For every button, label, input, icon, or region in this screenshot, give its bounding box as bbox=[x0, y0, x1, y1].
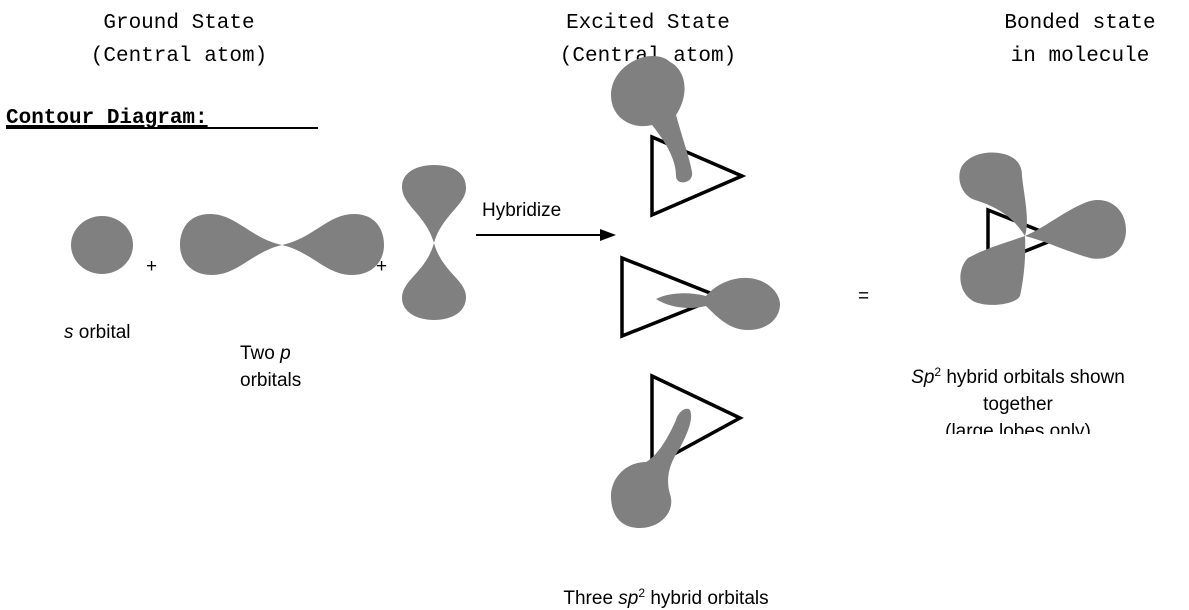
p-orbital-lobe-bottom bbox=[402, 243, 466, 320]
equals-sign: = bbox=[858, 286, 869, 307]
excited-state-title: Excited State bbox=[566, 12, 730, 35]
p-orbital-lobe-left bbox=[180, 214, 282, 275]
three-sp2-caption: Three sp2 hybrid orbitals bbox=[563, 586, 768, 609]
two-p-orbitals-label-line1: Two p bbox=[240, 343, 291, 364]
bonded-state-subtitle: in molecule bbox=[1011, 45, 1150, 68]
triangle-2 bbox=[620, 255, 725, 339]
combined-lobe-lower bbox=[960, 236, 1026, 305]
hybrid-3-lobes bbox=[611, 408, 692, 528]
s-orbital bbox=[71, 216, 133, 274]
contour-diagram-heading: Contour Diagram: bbox=[6, 107, 208, 130]
hybridize-arrow bbox=[476, 229, 616, 241]
hybrid-1-lobes bbox=[611, 56, 693, 183]
combined-lobe-right bbox=[1025, 199, 1126, 259]
bonded-state-header: Bonded state in molecule bbox=[1004, 12, 1155, 68]
p-orbital-lobe-right bbox=[282, 214, 384, 275]
triangle-3 bbox=[650, 373, 744, 469]
arrow-head bbox=[600, 229, 616, 241]
bonded-state-title: Bonded state bbox=[1004, 12, 1155, 35]
hybridize-label: Hybridize bbox=[482, 200, 561, 221]
s-orbital-label: s orbital bbox=[64, 322, 131, 343]
ground-state-header: Ground State (Central atom) bbox=[91, 12, 267, 68]
sp2-combined-caption-line1: Sp2 hybrid orbitals shown bbox=[911, 365, 1125, 388]
triangle-1 bbox=[650, 134, 747, 218]
two-p-orbitals-label-line2: orbitals bbox=[240, 370, 301, 391]
ground-state-subtitle: (Central atom) bbox=[91, 45, 267, 68]
sp2-hybrid-orbital-1 bbox=[611, 56, 747, 218]
sp2-hybrid-orbital-3 bbox=[611, 373, 744, 528]
sp2-hybrid-orbital-2 bbox=[620, 255, 780, 339]
ground-state-title: Ground State bbox=[103, 12, 254, 35]
sp2-combined-caption-line3: (large lobes only) bbox=[945, 421, 1091, 442]
p-orbital-horizontal bbox=[180, 214, 384, 275]
sp2-combined-caption-line2: together bbox=[983, 394, 1053, 415]
plus-sign-2: + bbox=[376, 256, 387, 277]
p-orbital-lobe-top bbox=[402, 165, 466, 243]
combined-lobe-upper bbox=[959, 152, 1027, 236]
plus-sign-1: + bbox=[146, 256, 157, 277]
hybrid-2-lobes bbox=[656, 277, 780, 330]
combined-sp2-orbitals bbox=[959, 152, 1126, 305]
p-orbital-vertical bbox=[402, 165, 466, 320]
